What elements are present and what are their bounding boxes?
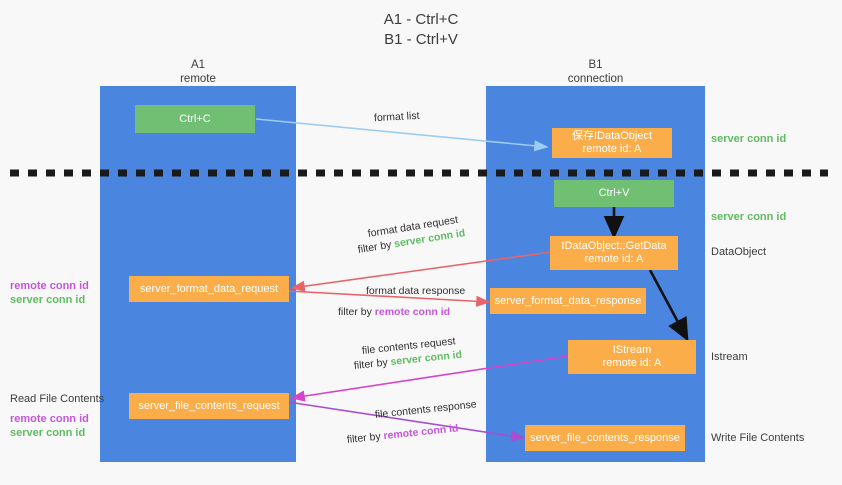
- node-istream[interactable]: IStream remote id: A: [568, 340, 696, 374]
- edge-label-format-data-response-filter: filter by remote conn id: [338, 306, 450, 319]
- page-title: A1 - Ctrl+C B1 - Ctrl+V: [0, 10, 842, 50]
- title-line-2: B1 - Ctrl+V: [384, 31, 458, 48]
- edge-label-file-contents-response-filter: filter by remote conn id: [346, 422, 459, 447]
- node-file-contents-request[interactable]: server_file_contents_request: [129, 393, 289, 419]
- filter-by-prefix: filter by: [346, 430, 385, 446]
- column-b1-name: B1: [588, 59, 603, 71]
- node-istream-line2: remote id: A: [602, 357, 662, 369]
- edge-label-format-list-text: format list: [373, 109, 420, 125]
- column-header-a1: A1 remote: [100, 58, 296, 86]
- right-label-write-file-contents: Write File Contents: [711, 432, 805, 444]
- edge-label-format-data-response-text: format data response: [366, 285, 466, 297]
- node-store-dataobject-line1: 保存IDataObject: [571, 130, 653, 142]
- right-label-server-conn-id-1: server conn id: [711, 133, 787, 145]
- column-a1-sub: remote: [180, 73, 216, 85]
- node-store-dataobject[interactable]: 保存IDataObject remote id: A: [552, 128, 672, 158]
- filter-by-prefix: filter by: [338, 306, 375, 318]
- node-format-data-request[interactable]: server_format_data_request: [129, 276, 289, 302]
- left-label-server-conn-id-1: server conn id: [10, 294, 86, 306]
- node-file-contents-request-label: server_file_contents_request: [138, 399, 280, 412]
- column-header-b1: B1 connection: [486, 58, 705, 86]
- edge-label-format-list: format list: [374, 110, 420, 125]
- node-file-contents-response[interactable]: server_file_contents_response: [525, 425, 685, 451]
- left-label-remote-conn-id-1: remote conn id: [10, 280, 89, 292]
- column-a1-name: A1: [190, 59, 206, 71]
- filter-by-prefix: filter by: [356, 238, 396, 256]
- node-format-data-response[interactable]: server_format_data_response: [490, 288, 646, 314]
- node-ctrl-c[interactable]: Ctrl+C: [135, 105, 255, 133]
- filter-key-remote-conn-id: remote conn id: [374, 306, 451, 318]
- edge-label-file-contents-response-text: file contents response: [374, 398, 478, 421]
- node-istream-line1: IStream: [612, 344, 652, 356]
- filter-by-prefix: filter by: [353, 356, 392, 372]
- column-b1-sub: connection: [567, 73, 624, 85]
- title-line-1: A1 - Ctrl+C: [383, 11, 459, 28]
- left-label-server-conn-id-2: server conn id: [10, 427, 86, 439]
- right-label-dataobject: DataObject: [711, 246, 767, 258]
- node-ctrl-v-label: Ctrl+V: [598, 187, 630, 199]
- right-label-istream: Istream: [711, 351, 748, 363]
- node-ctrl-c-label: Ctrl+C: [179, 112, 211, 125]
- node-store-dataobject-line2: remote id: A: [582, 143, 642, 155]
- node-format-data-response-label: server_format_data_response: [494, 294, 642, 307]
- left-label-remote-conn-id-2: remote conn id: [10, 413, 89, 425]
- filter-key-remote-conn-id: remote conn id: [382, 422, 459, 443]
- edge-label-file-contents-response-line1: file contents response: [374, 398, 477, 422]
- right-label-server-conn-id-2: server conn id: [711, 211, 787, 223]
- node-getdata-line2: remote id: A: [584, 253, 644, 265]
- node-getdata[interactable]: IDataObject::GetData remote id: A: [550, 236, 678, 270]
- left-label-read-file-contents: Read File Contents: [10, 393, 105, 405]
- node-getdata-line1: IDataObject::GetData: [561, 240, 667, 252]
- edge-label-format-data-response-line1: format data response: [366, 285, 465, 298]
- node-file-contents-response-label: server_file_contents_response: [530, 431, 680, 444]
- node-ctrl-v[interactable]: Ctrl+V: [554, 180, 674, 207]
- node-format-data-request-label: server_format_data_request: [139, 282, 279, 295]
